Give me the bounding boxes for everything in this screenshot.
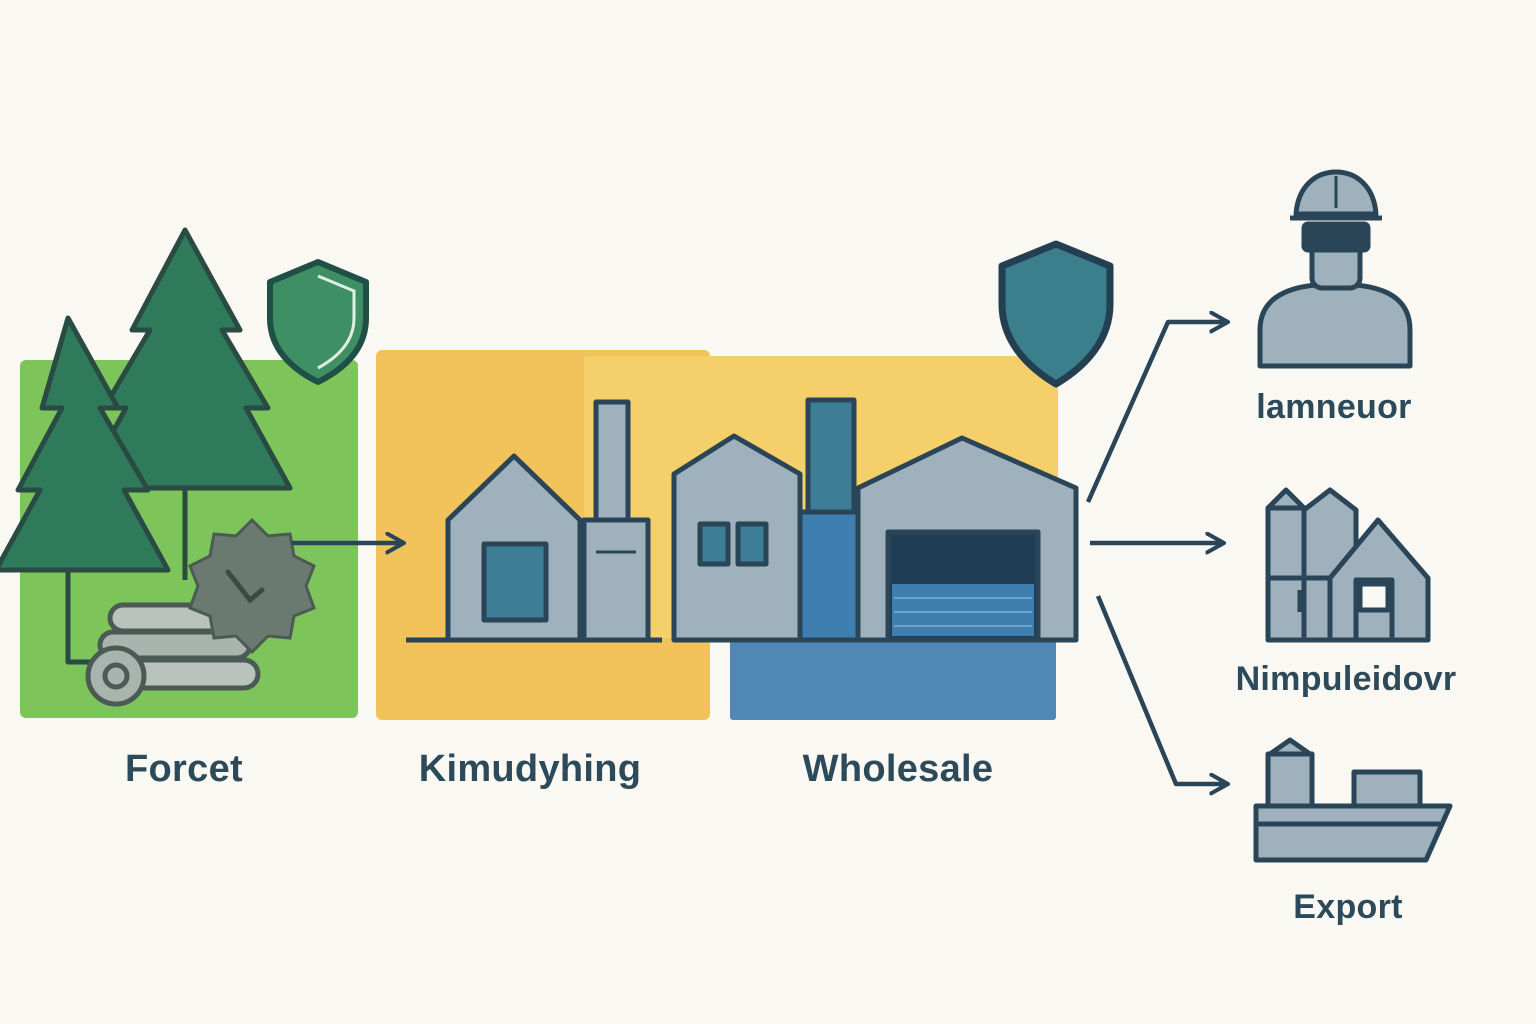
buildings-icon	[1265, 487, 1431, 643]
destination-label-consumer: lamneuor	[1256, 388, 1412, 426]
forest-group	[0, 227, 369, 707]
log-pile-icon	[85, 602, 261, 707]
destination-label-export: Export	[1293, 888, 1403, 926]
warehouse-icon	[671, 397, 1079, 643]
saw-blade-icon	[188, 517, 316, 655]
ship-icon	[1253, 737, 1453, 863]
worker-icon	[1257, 169, 1413, 369]
destination-label-retail: Nimpuleidovr	[1235, 660, 1457, 698]
wholesale-base-block	[730, 636, 1056, 720]
arrow-icon	[1095, 595, 1228, 784]
factory-icon	[406, 399, 662, 643]
tree-icon	[79, 227, 293, 580]
stage-label-forest: Forcet	[125, 748, 243, 790]
stage-label-wholesale: Wholesale	[802, 748, 994, 790]
arrow-icon	[1085, 322, 1228, 503]
shield-icon	[998, 240, 1114, 388]
shield-icon	[267, 259, 369, 385]
stage-label-manufacturing: Kimudyhing	[418, 748, 642, 790]
